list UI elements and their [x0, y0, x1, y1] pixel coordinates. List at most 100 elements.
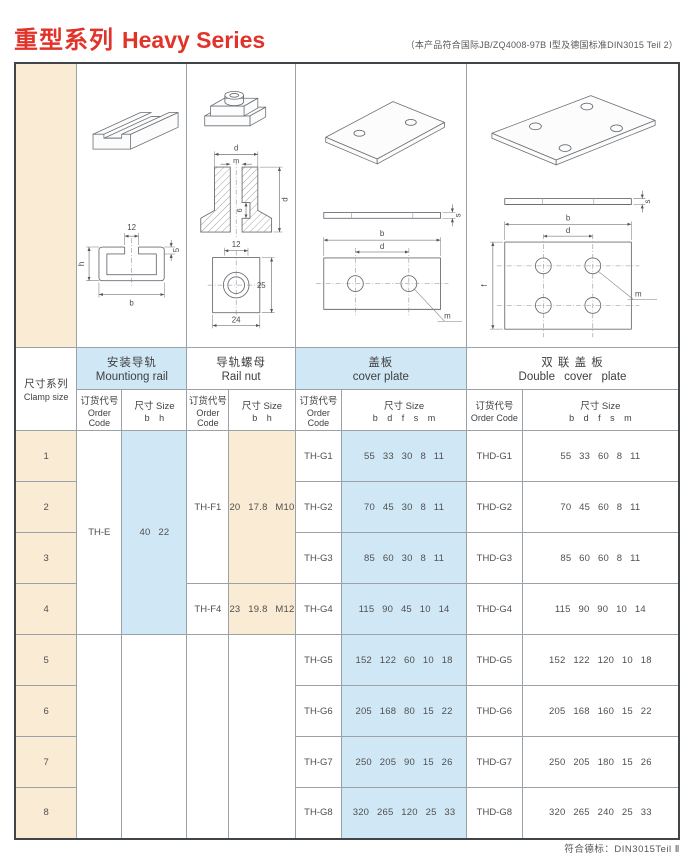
nut-iso-base-front	[204, 115, 251, 127]
header-rail-nut: 导轨螺母 Rail nut	[186, 347, 296, 390]
double-iso-edge-right	[555, 120, 656, 166]
header-clamp-size-cn: 尺寸系列	[24, 378, 69, 390]
dim-label-cover-s: s	[453, 213, 462, 217]
cover-plate-drawing: s b d m	[315, 101, 462, 322]
cover-side-view	[322, 211, 441, 219]
table-row: 6 TH-G6 205 168 80 15 22 THD-G6 205 168 …	[14, 685, 680, 737]
cover-code-cell: TH-G6	[294, 685, 343, 737]
dim-label-nut-12: 12	[232, 240, 241, 249]
double-code-cell: THD-G3	[465, 532, 523, 584]
cover-iso-hole	[404, 118, 417, 126]
clamp-size-cell: 4	[14, 583, 78, 635]
dim-label-double-b: b	[566, 213, 571, 222]
subheader-size-bh: 尺寸 Size b h	[121, 389, 188, 431]
mounting-rail-drawing: 12 5 h b	[78, 112, 181, 307]
double-size-cell: 250 205 180 15 26	[521, 736, 680, 788]
drawing-cell-double-cover-plate: s b d f m	[465, 62, 680, 348]
subheader-size-bdfsm: 尺寸 Size b d f s m	[521, 389, 680, 431]
dim-label-nut-step: 6	[236, 208, 245, 212]
title-english: Heavy Series	[122, 27, 266, 53]
nut-code-cell: TH-F1	[186, 430, 230, 584]
subheader-order-code: 订货代号 Order Code	[465, 389, 523, 431]
double-size-cell: 152 122 120 10 18	[521, 634, 680, 686]
rail-code-cell: TH-E	[76, 430, 123, 635]
double-side-view	[504, 198, 632, 205]
subheader-size-letters: b d f s m	[372, 412, 436, 423]
rail-section-cavity	[106, 247, 158, 276]
cover-size-cell: 205 168 80 15 22	[341, 685, 467, 737]
subheader-order-code: 订货代号 Order Code	[186, 389, 230, 431]
cover-iso-hole	[353, 129, 365, 137]
subheader-order-en: Order Code	[196, 407, 220, 428]
dim-label-cover-m: m	[444, 311, 451, 320]
dim-label-double-d: d	[566, 226, 570, 235]
subheader-size-bdfsm: 尺寸 Size b d f s m	[341, 389, 467, 431]
double-cover-plate-drawing: s b d f m	[480, 95, 658, 338]
dim-label-rail-lip: 5	[172, 247, 181, 252]
title-chinese: 重型系列	[14, 27, 114, 54]
header-clamp-size-en: Clamp size	[23, 392, 69, 402]
double-code-cell: THD-G2	[465, 481, 523, 533]
rail-size-cell-empty	[121, 634, 188, 839]
header-rail-nut-cn: 导轨螺母	[216, 357, 267, 369]
double-size-cell: 320 265 240 25 33	[521, 787, 680, 839]
cover-size-cell: 70 45 30 8 11	[341, 481, 467, 533]
cover-iso-edge-right	[376, 121, 445, 165]
subheader-order-cn: 订货代号	[188, 395, 227, 407]
cover-code-cell: TH-G1	[294, 430, 343, 482]
subheader-order-en: Order Code	[87, 407, 111, 428]
double-size-cell: 70 45 60 8 11	[521, 481, 680, 533]
spec-table: 12 5 h b	[14, 62, 680, 840]
nut-iso-boss	[224, 90, 245, 100]
dim-label-cover-b: b	[380, 229, 385, 238]
header-double-cover-plate: 双 联 盖 板 Double cover plate	[465, 347, 680, 390]
drawings-row-spacer	[14, 62, 78, 348]
dim-label-double-m: m	[635, 290, 642, 299]
cover-code-cell: TH-G7	[294, 736, 343, 788]
dim-label-nut-25: 25	[257, 281, 266, 290]
subheader-order-code: 订货代号 Order Code	[76, 389, 123, 431]
dim-label-nut-d-side: d	[281, 197, 290, 201]
standards-note: （本产品符合国际JB/ZQ4008-97B Ⅰ型及德国标准DIN3015 Tei…	[405, 40, 678, 50]
double-code-cell: THD-G8	[465, 787, 523, 839]
nut-section-left	[200, 166, 232, 233]
group-header-row: 尺寸系列 Clamp size 安装导轨 Mountiong rail 导轨螺母…	[14, 347, 680, 431]
double-iso-hole	[529, 122, 542, 131]
table-row: 5 TH-G5 152 122 60 10 18 THD-G5 152 122 …	[14, 634, 680, 839]
double-code-cell: THD-G7	[465, 736, 523, 788]
cover-plan-outline	[322, 257, 441, 310]
subheader-size-bh: 尺寸 Size b h	[228, 389, 296, 431]
table-row: 1 TH-E 40 22 TH-F1 20 17.8 M10 TH-G1 55 …	[14, 430, 680, 635]
rail-nut-drawing: d m 6 d 12	[200, 90, 290, 329]
dim-label-double-s: s	[643, 200, 652, 204]
subheader-size-letters: b h	[144, 412, 165, 423]
header-mounting-rail: 安装导轨 Mountiong rail	[76, 347, 188, 390]
subheader-order-cn: 订货代号	[80, 395, 119, 407]
rail-iso-front	[92, 133, 132, 150]
drawings-row: 12 5 h b	[14, 62, 680, 348]
subheader-order-cn: 订货代号	[299, 395, 338, 407]
dim-label-rail-b: b	[130, 298, 135, 307]
cover-code-cell: TH-G2	[294, 481, 343, 533]
table-row: 4 TH-F4 23 19.8 M12 TH-G4 115 90 45 10 1…	[14, 583, 680, 635]
double-code-cell: THD-G4	[465, 583, 523, 635]
cover-size-cell: 250 205 90 15 26	[341, 736, 467, 788]
dim-label-double-f: f	[480, 284, 489, 287]
double-size-cell: 205 168 160 15 22	[521, 685, 680, 737]
rail-size-cell: 40 22	[121, 430, 188, 635]
subheader-size-cn: 尺寸 Size	[383, 400, 425, 412]
cover-size-cell: 85 60 30 8 11	[341, 532, 467, 584]
double-code-cell: THD-G5	[465, 634, 523, 686]
header-double-cover-plate-en: Double cover plate	[518, 371, 627, 383]
header-cover-plate: 盖板 cover plate	[294, 347, 467, 390]
double-iso-hole	[558, 144, 572, 152]
drawing-cell-mounting-rail: 12 5 h b	[76, 62, 188, 348]
nut-code-cell-empty	[186, 634, 230, 839]
rail-code-cell-empty	[76, 634, 123, 839]
clamp-size-cell: 1	[14, 430, 78, 482]
nut-iso-step-front	[210, 105, 245, 117]
double-iso-top	[491, 95, 656, 161]
dim-label-nut-24: 24	[232, 316, 241, 325]
table-row: 2 TH-G2 70 45 30 8 11 THD-G2 70 45 60 8 …	[14, 481, 680, 533]
